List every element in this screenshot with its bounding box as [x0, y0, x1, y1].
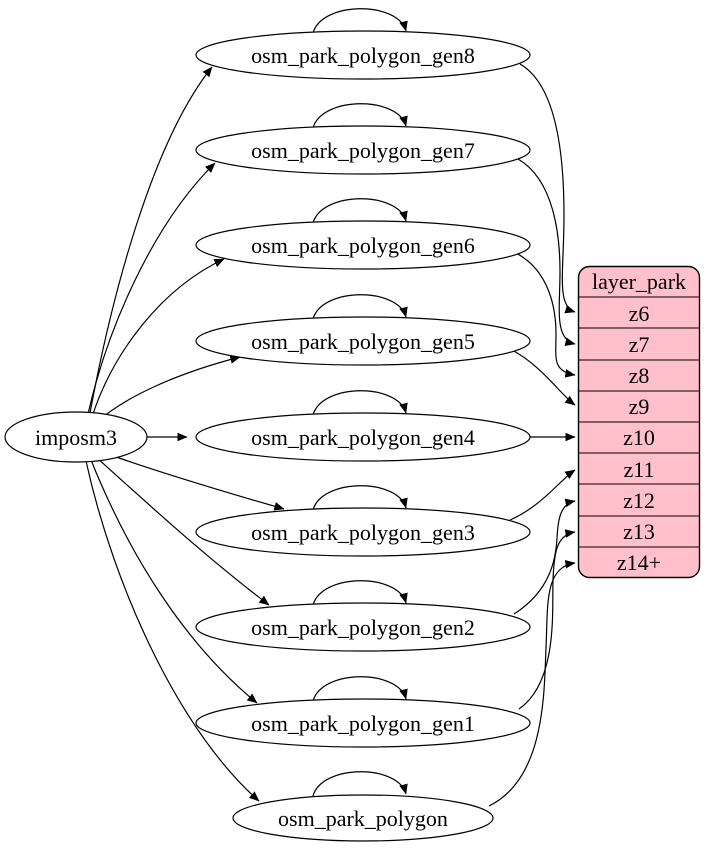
layer-park-row-z11: z11 [624, 457, 655, 482]
layer-park-row-z6: z6 [629, 301, 650, 326]
selfloop-gen6 [312, 198, 408, 224]
edge-imposm3-to-gen6 [91, 258, 225, 418]
node-gen2-ellipse [195, 602, 531, 652]
node-osm-park-polygon-gen3: osm_park_polygon_gen3 [195, 507, 531, 557]
layer-park-title: layer_park [592, 269, 686, 294]
layer-park-row-z13: z13 [623, 519, 655, 544]
selfloop-gen7 [312, 103, 408, 129]
edge-gen6-to-z8 [515, 252, 576, 378]
node-gen6-label: osm_park_polygon_gen6 [251, 233, 475, 258]
node-gen6-ellipse [195, 220, 531, 270]
layer-park-row-z8: z8 [629, 363, 650, 388]
node-osm-park-polygon-gen2: osm_park_polygon_gen2 [195, 602, 531, 652]
selfloop-polygon [312, 771, 408, 797]
edge-imposm3-to-gen1 [90, 459, 258, 704]
selfloop-gen5 [312, 294, 408, 320]
node-gen4-ellipse [195, 412, 531, 462]
selfloop-gen2 [312, 580, 408, 606]
node-gen2-label: osm_park_polygon_gen2 [251, 615, 475, 640]
node-gen3-label: osm_park_polygon_gen3 [251, 520, 475, 545]
edge-gen3-to-z11 [509, 469, 576, 521]
layer-park-row-z14: z14+ [617, 550, 661, 575]
node-osm-park-polygon-gen8: osm_park_polygon_gen8 [195, 30, 531, 80]
node-imposm3-ellipse [4, 411, 148, 463]
node-imposm3: imposm3 [4, 411, 148, 463]
node-gen5-ellipse [195, 316, 531, 366]
node-gen8-label: osm_park_polygon_gen8 [251, 43, 475, 68]
node-gen4-label: osm_park_polygon_gen4 [251, 425, 475, 450]
layer-park-row-z9: z9 [629, 394, 650, 419]
node-gen7-label: osm_park_polygon_gen7 [251, 138, 475, 163]
edge-gen5-to-z9 [511, 349, 576, 406]
layer-park-row-z10: z10 [623, 425, 655, 450]
node-polygon-ellipse [232, 794, 494, 842]
selfloop-gen8 [312, 8, 408, 34]
node-osm-park-polygon-gen4: osm_park_polygon_gen4 [195, 412, 531, 462]
edge-gen2-to-z12 [513, 498, 576, 615]
edge-imposm3-to-gen3 [101, 451, 285, 511]
node-gen7-ellipse [195, 125, 531, 175]
node-osm-park-polygon: osm_park_polygon [232, 794, 494, 842]
node-osm-park-polygon-gen7: osm_park_polygon_gen7 [195, 125, 531, 175]
node-osm-park-polygon-gen1: osm_park_polygon_gen1 [195, 698, 531, 748]
record-node-layer-park: layer_park z6 z7 z8 z9 z10 z11 z12 z13 z… [577, 265, 701, 579]
edge-imposm3-to-gen7 [87, 162, 216, 415]
edge-imposm3-to-gen8 [89, 66, 213, 414]
selfloop-gen1 [312, 676, 408, 702]
selfloop-gen3 [312, 485, 408, 511]
node-polygon-label: osm_park_polygon [278, 806, 448, 831]
node-osm-park-polygon-gen6: osm_park_polygon_gen6 [195, 220, 531, 270]
node-gen5-label: osm_park_polygon_gen5 [251, 329, 475, 354]
edge-imposm3-to-polygon [85, 460, 260, 802]
edge-gen8-to-z6 [519, 63, 576, 314]
selfloop-gen4 [312, 390, 408, 416]
layer-park-row-z7: z7 [629, 332, 650, 357]
edge-imposm3-to-gen2 [95, 456, 270, 606]
node-gen3-ellipse [195, 507, 531, 557]
node-gen1-ellipse [195, 698, 531, 748]
edge-polygon-to-z14 [488, 559, 576, 807]
edge-gen7-to-z7 [517, 158, 576, 346]
node-osm-park-polygon-gen5: osm_park_polygon_gen5 [195, 316, 531, 366]
edge-gen1-to-z13 [518, 529, 576, 710]
edge-imposm3-to-gen5 [97, 355, 241, 422]
layer-park-row-z12: z12 [623, 488, 655, 513]
node-imposm3-label: imposm3 [35, 425, 117, 450]
node-gen8-ellipse [195, 30, 531, 80]
node-gen1-label: osm_park_polygon_gen1 [251, 711, 475, 736]
